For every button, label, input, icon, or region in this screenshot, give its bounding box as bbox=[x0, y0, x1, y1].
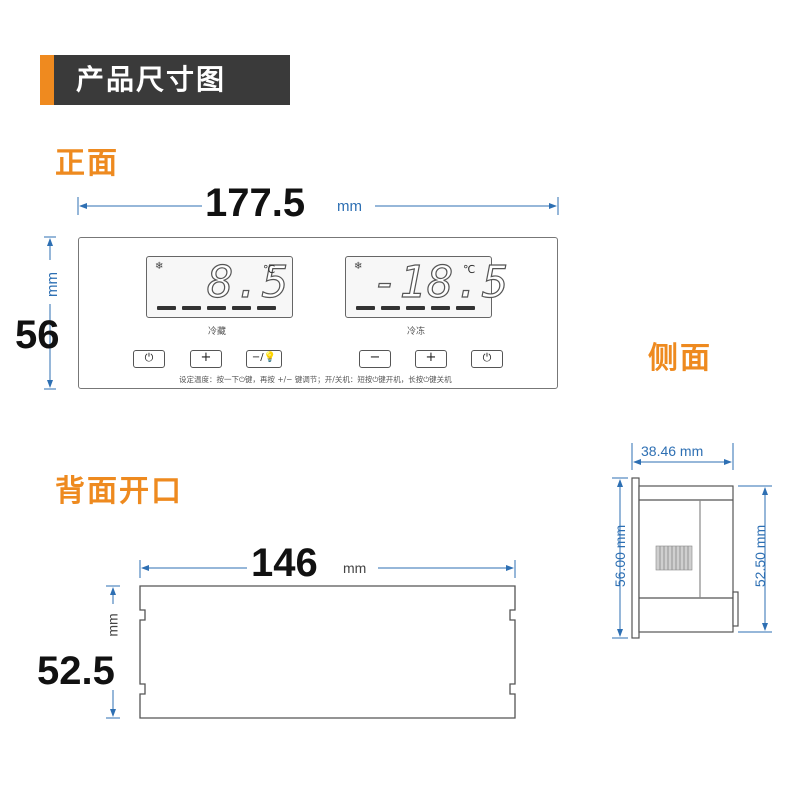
lcd-left-label: 冷藏 bbox=[208, 327, 227, 337]
lcd-right-label: 冷冻 bbox=[407, 327, 426, 337]
minus-light-button[interactable]: −/💡 bbox=[246, 350, 282, 368]
front-height-arrow-top bbox=[47, 238, 53, 246]
back-height-arrow-bottom bbox=[110, 709, 116, 717]
header-title: 产品尺寸图 bbox=[54, 55, 290, 105]
back-width-arrow-left bbox=[141, 565, 149, 571]
back-height-unit: mm bbox=[104, 613, 121, 637]
lcd-left-bars bbox=[157, 306, 276, 310]
lcd-right-bars bbox=[356, 306, 475, 310]
lcd-left-reading: 8.5 bbox=[206, 256, 290, 308]
front-height-unit: mm bbox=[44, 272, 61, 297]
back-width-unit: mm bbox=[343, 560, 367, 576]
side-depth-arrow-left bbox=[633, 459, 641, 465]
side-depth-label: 38.46 mm bbox=[641, 443, 704, 459]
minus-button-right[interactable]: − bbox=[359, 350, 391, 368]
section-title-back: 背面开口 bbox=[55, 474, 183, 509]
lcd-right-unit: ℃ bbox=[463, 263, 476, 276]
plus-button-right[interactable]: + bbox=[415, 350, 447, 368]
side-connector bbox=[655, 545, 693, 571]
back-height-value: 52.5 bbox=[37, 649, 115, 693]
front-width-value: 177.5 bbox=[205, 181, 306, 225]
snowflake-icon: ❄ bbox=[155, 261, 164, 272]
back-cutout-outline bbox=[139, 585, 516, 719]
lcd-right-reading: -18.5 bbox=[371, 256, 510, 308]
front-width-unit: mm bbox=[337, 198, 362, 215]
side-front-height-label: 56.00 mm bbox=[612, 524, 628, 588]
side-h2-arrow-bottom bbox=[762, 623, 768, 631]
side-h2-arrow-top bbox=[762, 487, 768, 495]
front-height-arrow-bottom bbox=[47, 380, 53, 388]
front-width-arrow-left bbox=[79, 203, 87, 209]
front-panel: ❄ 8.5 ℃ 冷藏 ❄ -18.5 ℃ 冷冻 ⏻ + −/💡 − + ⏻ 设定… bbox=[78, 237, 558, 389]
side-depth-arrow-right bbox=[724, 459, 732, 465]
side-connector-teeth bbox=[659, 546, 689, 570]
side-body-height-label: 52.50 mm bbox=[752, 524, 768, 588]
lcd-left-unit: ℃ bbox=[263, 263, 276, 276]
lcd-right: ❄ -18.5 ℃ bbox=[345, 256, 509, 318]
power-button-right[interactable]: ⏻ bbox=[471, 350, 503, 368]
side-h1-arrow-top bbox=[617, 479, 623, 487]
back-height-arrow-top bbox=[110, 587, 116, 595]
power-button-left[interactable]: ⏻ bbox=[133, 350, 165, 368]
front-height-value: 56 bbox=[15, 313, 60, 357]
panel-instructions: 设定温度：按一下⏻键，再按 +/− 键调节；开/关机：短按⏻键开机，长按⏻键关机 bbox=[179, 375, 452, 384]
plus-button-left[interactable]: + bbox=[190, 350, 222, 368]
lcd-left: ❄ 8.5 ℃ bbox=[146, 256, 293, 318]
section-title-side: 侧面 bbox=[648, 341, 712, 376]
side-h1-arrow-bottom bbox=[617, 629, 623, 637]
side-connector-block bbox=[655, 545, 693, 571]
front-width-arrow-right bbox=[549, 203, 557, 209]
header-accent bbox=[40, 55, 54, 105]
side-clip bbox=[732, 591, 739, 627]
back-width-arrow-right bbox=[506, 565, 514, 571]
section-title-front: 正面 bbox=[55, 146, 119, 181]
back-width-value: 146 bbox=[251, 541, 318, 585]
snowflake-icon: ❄ bbox=[354, 261, 363, 272]
side-front-plate bbox=[631, 477, 640, 639]
